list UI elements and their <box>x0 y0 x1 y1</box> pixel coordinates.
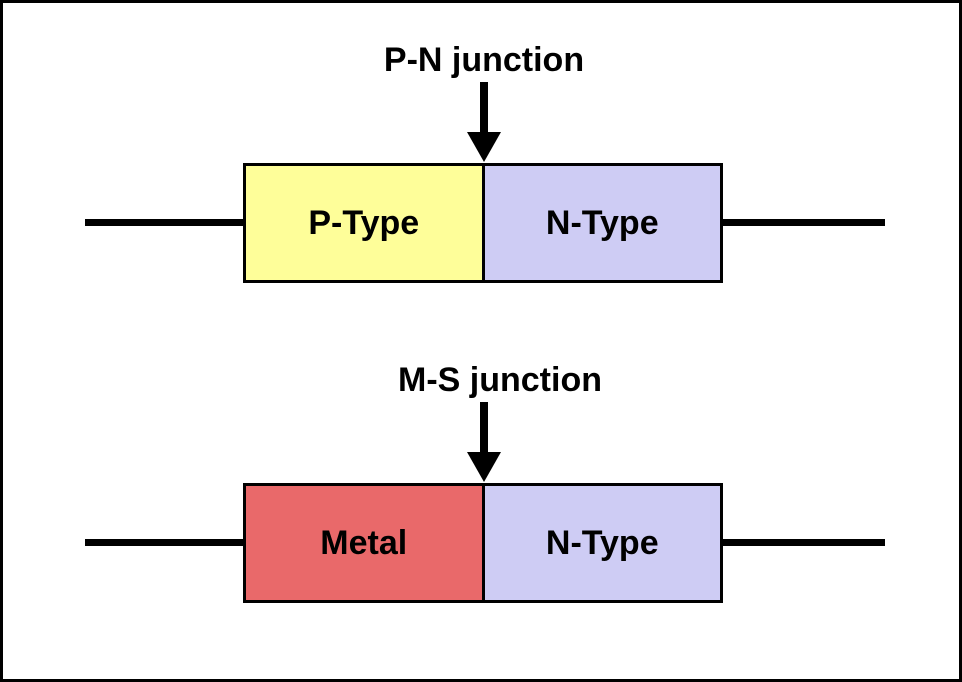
n-type-region: N-Type <box>484 166 720 280</box>
right-lead-wire <box>723 219 885 226</box>
pn-junction-title: P-N junction <box>383 41 585 79</box>
n-type-label: N-Type <box>545 523 659 562</box>
ms-junction-title: M-S junction <box>398 361 602 399</box>
p-type-label: P-Type <box>308 203 420 242</box>
n-type-label: N-Type <box>545 203 659 242</box>
pn-junction-boxes: P-Type N-Type <box>243 163 723 283</box>
ms-junction-boxes: Metal N-Type <box>243 483 723 603</box>
left-lead-wire <box>85 539 243 546</box>
left-lead-wire <box>85 219 243 226</box>
down-arrow-icon <box>467 82 501 162</box>
down-arrow-icon <box>467 402 501 482</box>
metal-region: Metal <box>246 486 485 600</box>
right-lead-wire <box>723 539 885 546</box>
metal-label: Metal <box>320 523 408 562</box>
n-type-region: N-Type <box>484 486 720 600</box>
p-type-region: P-Type <box>246 166 485 280</box>
